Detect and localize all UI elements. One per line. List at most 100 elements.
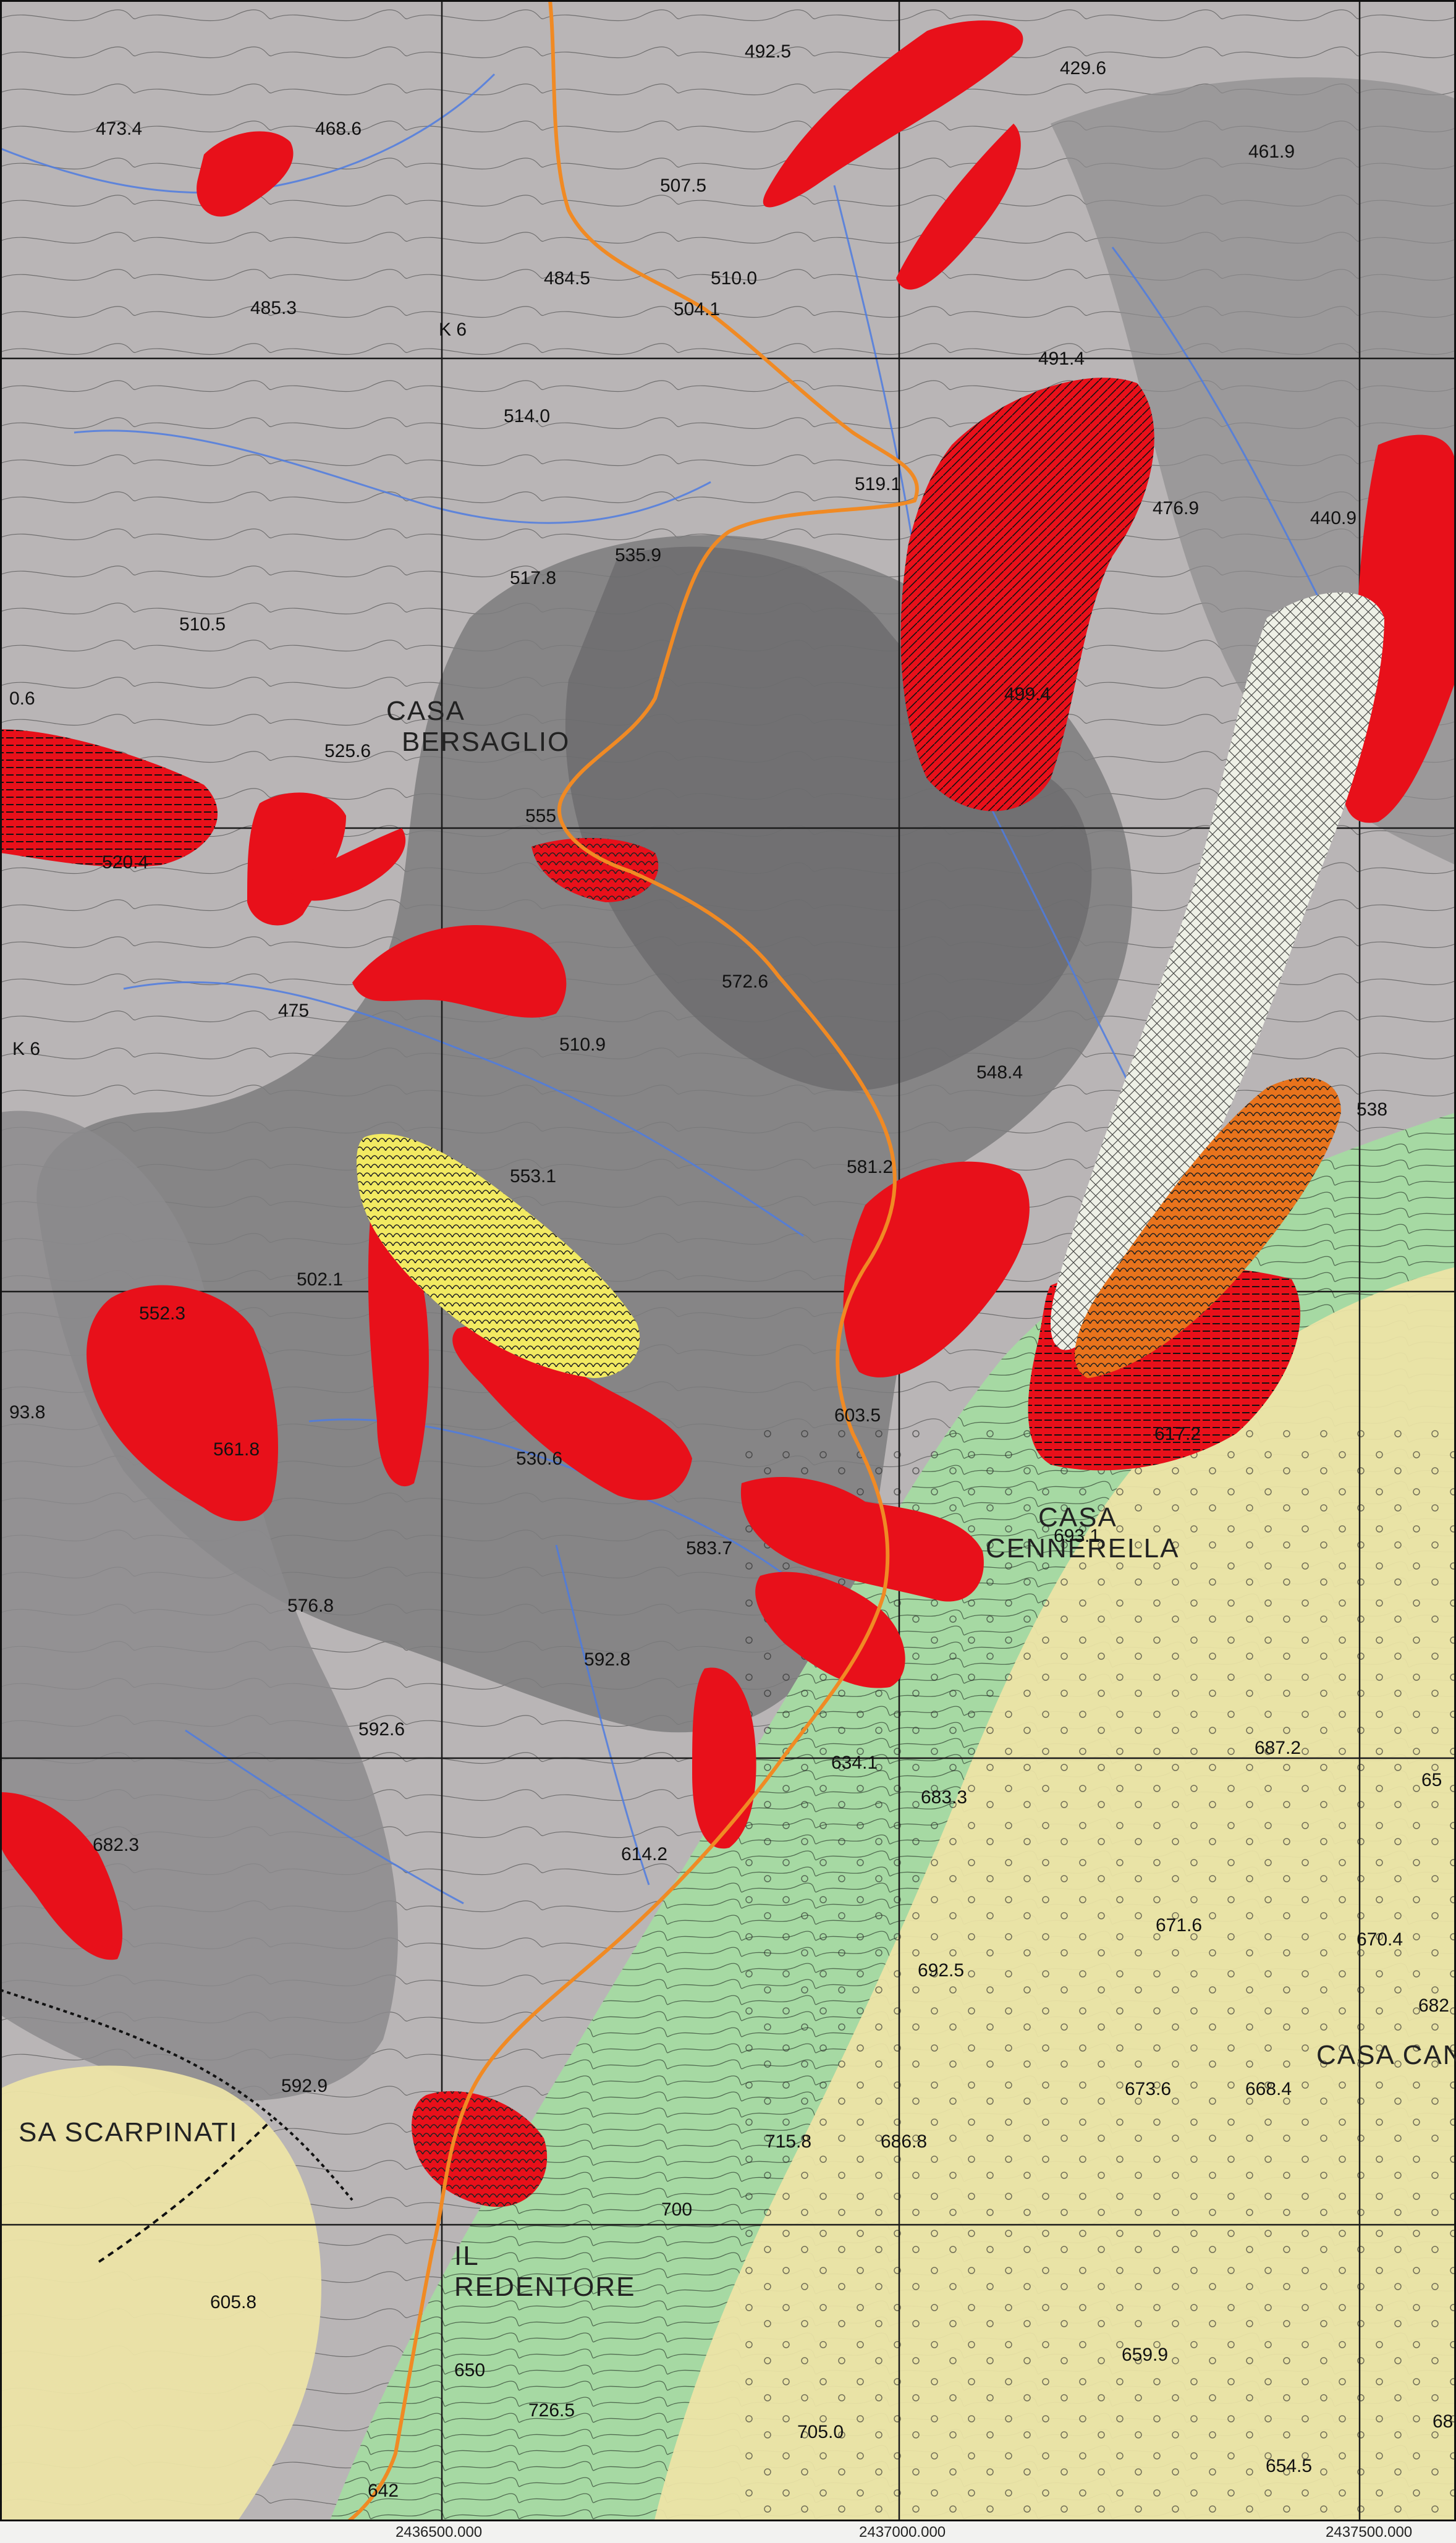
elevation-label: 475 (278, 1001, 309, 1021)
elevation-label: 654.5 (1266, 2456, 1312, 2476)
elevation-label: 538 (1357, 1099, 1387, 1120)
elevation-label: 476.9 (1153, 498, 1199, 518)
elevation-label: 659.9 (1122, 2345, 1168, 2365)
zone-cream-west (0, 2065, 321, 2543)
elevation-label: 687.2 (1255, 1738, 1301, 1758)
elevation-label: 461.9 (1248, 142, 1295, 162)
landslide-red-8[interactable] (284, 828, 406, 901)
landslide-red-14[interactable] (692, 1667, 756, 1849)
elevation-label: 502.1 (297, 1269, 343, 1290)
elevation-label: 93.8 (9, 1402, 45, 1423)
elevation-label: 705.0 (797, 2422, 844, 2442)
elevation-label: 507.5 (660, 176, 706, 196)
elevation-label: 605.8 (210, 2292, 256, 2312)
place-label: REDENTORE (454, 2272, 635, 2302)
elevation-labels: 473.4 468.6 492.5 429.6 461.9 507.5 510.… (9, 41, 1453, 2501)
elevation-label: 499.4 (1004, 684, 1051, 705)
elevation-label: 642 (368, 2481, 399, 2501)
elevation-label: 650 (454, 2360, 485, 2380)
elevation-label: 491.4 (1038, 349, 1085, 369)
elevation-label: 592.6 (358, 1719, 405, 1740)
elevation-label: 682.3 (93, 1835, 139, 1855)
elevation-label: 65 (1421, 1770, 1442, 1790)
place-label: BERSAGLIO (402, 727, 570, 757)
elevation-label: 576.8 (287, 1596, 334, 1616)
elevation-label: 484.5 (544, 268, 590, 289)
elevation-label: 692.5 (918, 1960, 964, 1981)
elevation-label: 668.4 (1245, 2079, 1292, 2099)
elevation-label: 671.6 (1156, 1915, 1202, 1936)
landslide-red-13[interactable] (755, 1572, 905, 1688)
landslide-red-5[interactable] (1342, 434, 1456, 823)
elevation-label: 440.9 (1310, 508, 1357, 528)
scarp-line (0, 1989, 353, 2201)
elevation-label: 473.4 (96, 119, 142, 139)
elevation-label: 548.4 (976, 1062, 1023, 1083)
elevation-label: 429.6 (1060, 58, 1106, 78)
elevation-label: 0.6 (9, 688, 35, 709)
elevation-label: 686.8 (881, 2131, 927, 2152)
coordinate-label: 2437000.000 (859, 2524, 946, 2541)
elevation-label: 561.8 (213, 1439, 260, 1460)
elevation-label: 726.5 (528, 2400, 575, 2421)
place-label: CASA (1038, 1502, 1117, 1533)
landslide-red-18[interactable] (452, 1326, 692, 1500)
elevation-label: 514.0 (504, 406, 550, 426)
place-label: SA SCARPINATI (19, 2117, 238, 2147)
road-code-label: K 6 (439, 319, 467, 340)
elevation-label: 553.1 (510, 1166, 556, 1187)
elevation-label: 572.6 (722, 971, 768, 992)
elevation-label: 693.1 (1054, 1526, 1100, 1546)
elevation-label: 492.5 (745, 41, 791, 62)
elevation-label: 468.6 (315, 119, 362, 139)
elevation-label: 510.5 (179, 614, 226, 635)
elevation-label: 581.2 (847, 1157, 893, 1177)
landslide-red-16[interactable] (87, 1285, 278, 1521)
elevation-label: 68 (1433, 2411, 1453, 2432)
place-labels: CASA BERSAGLIO CASA CENNERELLA SA SCARPI… (19, 696, 1456, 2302)
elevation-label: 634.1 (831, 1753, 878, 1773)
main-road (339, 0, 919, 2529)
elevation-label: 504.1 (674, 299, 720, 319)
elevation-label: 683.3 (921, 1787, 967, 1808)
elevation-label: 535.9 (615, 545, 661, 565)
landslide-red-9[interactable] (352, 925, 567, 1018)
place-label: IL (454, 2241, 480, 2271)
place-label: CASA CAN (1316, 2040, 1456, 2070)
elevation-label: 700 (661, 2199, 692, 2220)
elevation-label: 670.4 (1357, 1929, 1403, 1950)
coordinate-label: 2436500.000 (396, 2524, 482, 2541)
elevation-label: 555 (525, 806, 556, 826)
elevation-label: 617.2 (1154, 1424, 1201, 1444)
place-label: CENNERELLA (986, 1533, 1179, 1563)
elevation-label: 583.7 (686, 1538, 732, 1559)
landslide-red-2[interactable] (763, 20, 1023, 208)
map-bottom-margin (0, 2521, 1456, 2543)
elevation-label: 603.5 (834, 1405, 881, 1426)
elevation-label: 592.8 (584, 1649, 630, 1670)
coordinate-labels: 2436500.000 2437000.000 2437500.000 (396, 2524, 1412, 2541)
elevation-label: 715.8 (765, 2131, 811, 2152)
elevation-label: 614.2 (621, 1844, 667, 1864)
elevation-label: 519.1 (855, 474, 901, 494)
place-label: CASA (386, 696, 465, 726)
landslide-red-7[interactable] (247, 792, 346, 926)
elevation-label: 510.0 (711, 268, 757, 289)
landslide-red-1[interactable] (197, 131, 294, 217)
boundary-line (98, 2118, 273, 2263)
elevation-label: 530.6 (516, 1449, 562, 1469)
elevation-label: 525.6 (324, 741, 371, 761)
elevation-label: 552.3 (139, 1303, 185, 1324)
elevation-label: 485.3 (250, 298, 297, 318)
landslide-red-12[interactable] (740, 1477, 984, 1602)
elevation-label: 673.6 (1125, 2079, 1171, 2099)
elevation-label: 517.8 (510, 568, 556, 588)
coordinate-label: 2437500.000 (1326, 2524, 1412, 2541)
elevation-label: 682 (1418, 1995, 1449, 2016)
landslide-red-19[interactable] (0, 1792, 123, 1960)
elevation-label: 510.9 (559, 1035, 606, 1055)
elevation-label: 592.9 (281, 2076, 328, 2096)
landslide-red-3[interactable] (896, 124, 1021, 290)
